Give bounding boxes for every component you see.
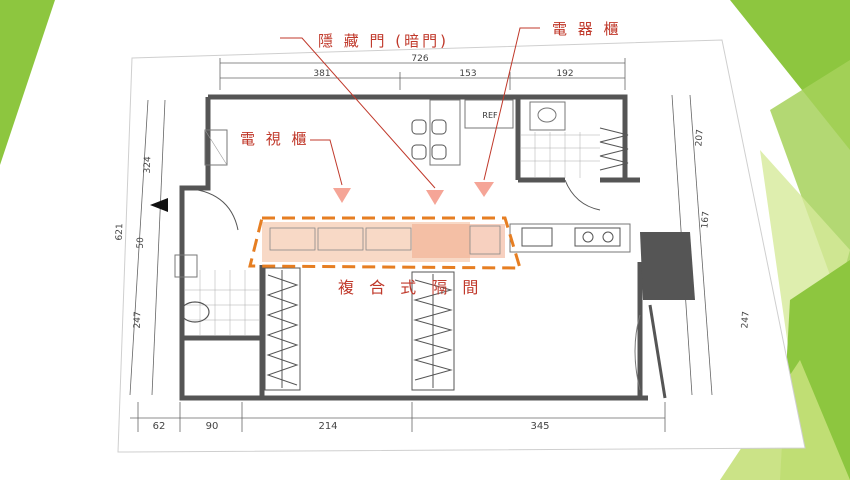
fridge (464, 99, 514, 129)
burner-2 (602, 231, 614, 243)
tile-grid-utility (520, 132, 600, 178)
balcony-wall (640, 232, 695, 300)
stool-4 (431, 144, 447, 160)
burner-1 (582, 231, 594, 243)
top-dim-2: 153 (459, 69, 476, 79)
tv-cabinet-pointer (333, 188, 351, 203)
green-triangle-left (0, 0, 55, 165)
fridge-label: REF (482, 111, 498, 120)
wardrobe-right (411, 271, 455, 391)
appliance-leader (483, 27, 540, 181)
kitchen-sink (521, 227, 553, 247)
bathroom-sink (174, 254, 198, 278)
appliance-pointer (474, 182, 494, 197)
shower-box (204, 129, 228, 166)
appliance-cabinet-label: 電 器 櫃 (552, 20, 622, 38)
top-dimension (219, 58, 626, 90)
tile-grid-bathroom (185, 270, 260, 335)
hidden-door-leader (280, 37, 436, 189)
left-dimension (129, 99, 166, 396)
entrance-door (181, 187, 239, 231)
tv-cabinet-label: 電 視 櫃 (240, 130, 310, 148)
bottom-dim-62: 62 (153, 421, 166, 432)
left-dim-50: 50 (136, 237, 146, 249)
hidden-door-pointer (426, 190, 444, 205)
right-dim-167: 167 (700, 211, 711, 229)
balcony-rail (648, 304, 667, 399)
partition-fill-dark (412, 224, 505, 258)
shower-box-x (204, 129, 228, 166)
left-dim-621: 621 (115, 223, 126, 241)
washer (529, 101, 566, 131)
top-dim-3: 192 (556, 69, 573, 79)
hidden-door-label: 隱 藏 門 (暗門) (318, 32, 450, 50)
bedroom-door (564, 179, 601, 211)
right-dim-247: 247 (740, 311, 751, 329)
tv-cabinet-leader (310, 139, 343, 186)
stool-2 (411, 144, 427, 160)
balcony-door-swing (634, 314, 641, 391)
bottom-dim-214: 214 (318, 421, 337, 432)
top-dim-1: 381 (313, 69, 330, 79)
stool-3 (431, 119, 447, 135)
partition-cabinets (269, 225, 501, 255)
bottom-dim-90: 90 (206, 421, 219, 432)
washer-drum (537, 107, 557, 123)
stool-1 (411, 119, 427, 135)
toilet (180, 301, 210, 323)
composite-partition-label: 複 合 式 隔 間 (338, 278, 484, 297)
right-dim-207: 207 (694, 129, 705, 147)
partition-outline (248, 216, 523, 270)
kitchen-counter (429, 99, 461, 166)
stove-burners (574, 227, 621, 247)
top-total-dim: 726 (411, 54, 428, 64)
wardrobe-left (264, 267, 301, 391)
wardrobe-utility (599, 127, 629, 171)
left-dim-324: 324 (143, 156, 154, 174)
left-dim-247: 247 (133, 311, 144, 329)
entrance-arrow (150, 198, 168, 212)
bottom-dimension (130, 402, 666, 432)
bottom-dim-345: 345 (530, 421, 549, 432)
